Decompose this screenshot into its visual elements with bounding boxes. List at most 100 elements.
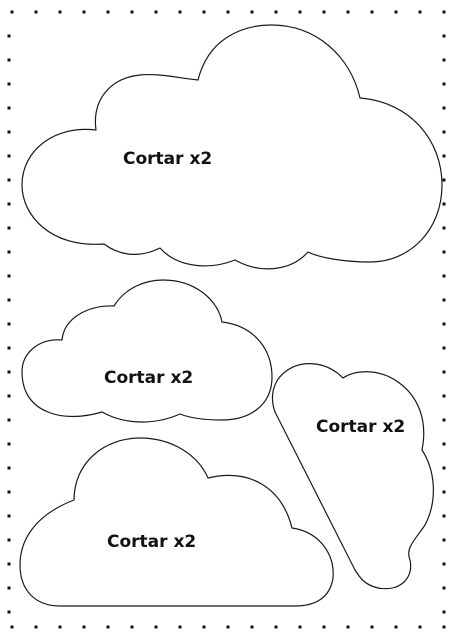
border-dot: [442, 274, 446, 278]
border-dot: [298, 10, 302, 14]
border-dot: [394, 625, 398, 629]
border-dot: [250, 10, 254, 14]
border-dot: [154, 625, 158, 629]
border-dot: [442, 130, 446, 134]
border-dot: [7, 442, 11, 446]
border-dot: [298, 625, 302, 629]
border-dot: [346, 625, 350, 629]
border-dot: [442, 82, 446, 86]
border-dot: [370, 625, 374, 629]
border-dot: [7, 250, 11, 254]
border-dot: [7, 586, 11, 590]
border-dot: [202, 625, 206, 629]
border-dot: [442, 322, 446, 326]
border-dot: [10, 625, 14, 629]
border-dot: [7, 466, 11, 470]
border-dot: [7, 346, 11, 350]
border-dot: [7, 34, 11, 38]
border-dot: [322, 625, 326, 629]
border-dot: [442, 10, 446, 14]
dotted-cut-border: [7, 10, 446, 629]
border-dot: [7, 58, 11, 62]
border-dot: [7, 226, 11, 230]
border-dot: [7, 514, 11, 518]
cloud-template-large: Cortar x2: [21, 24, 443, 270]
border-dot: [442, 466, 446, 470]
border-dot: [7, 298, 11, 302]
border-dot: [442, 562, 446, 566]
border-dot: [442, 370, 446, 374]
border-dot: [442, 58, 446, 62]
border-dot: [34, 625, 38, 629]
border-dot: [442, 586, 446, 590]
border-dot: [442, 154, 446, 158]
border-dot: [418, 10, 422, 14]
border-dot: [442, 442, 446, 446]
border-dot: [7, 322, 11, 326]
border-dot: [442, 298, 446, 302]
cloud-bottom-outline: [19, 437, 334, 607]
border-dot: [58, 625, 62, 629]
border-dot: [7, 130, 11, 134]
cloud-tilted-outline: [271, 363, 434, 590]
cut-label-tilted: Cortar x2: [316, 417, 405, 437]
border-dot: [442, 610, 446, 614]
border-dot: [106, 10, 110, 14]
border-dot: [178, 625, 182, 629]
border-dot: [7, 82, 11, 86]
border-dot: [82, 625, 86, 629]
border-dot: [442, 346, 446, 350]
border-dot: [130, 10, 134, 14]
border-dot: [58, 10, 62, 14]
border-dot: [346, 10, 350, 14]
border-dot: [442, 250, 446, 254]
cloud-template-medium: Cortar x2: [21, 279, 273, 423]
border-dot: [178, 10, 182, 14]
border-dot: [226, 625, 230, 629]
cloud-template-bottom: Cortar x2: [19, 437, 334, 607]
border-dot: [442, 202, 446, 206]
cut-label-bottom: Cortar x2: [107, 532, 196, 552]
border-dot: [7, 490, 11, 494]
border-dot: [442, 226, 446, 230]
border-dot: [7, 370, 11, 374]
border-dot: [442, 514, 446, 518]
border-dot: [106, 625, 110, 629]
border-dot: [442, 34, 446, 38]
border-dot: [442, 106, 446, 110]
border-dot: [7, 106, 11, 110]
border-dot: [34, 10, 38, 14]
border-dot: [202, 10, 206, 14]
border-dot: [7, 274, 11, 278]
border-dot: [322, 10, 326, 14]
border-dot: [442, 538, 446, 542]
border-dot: [274, 10, 278, 14]
border-dot: [7, 154, 11, 158]
border-dot: [7, 394, 11, 398]
border-dot: [394, 10, 398, 14]
border-dot: [154, 10, 158, 14]
border-dot: [442, 490, 446, 494]
border-dot: [370, 10, 374, 14]
cloud-template-tilted: Cortar x2: [271, 363, 434, 590]
cut-label-medium: Cortar x2: [104, 368, 193, 388]
border-dot: [442, 418, 446, 422]
border-dot: [7, 538, 11, 542]
cloud-large-outline: [21, 24, 443, 270]
cut-label-large: Cortar x2: [123, 149, 212, 169]
border-dot: [442, 625, 446, 629]
border-dot: [7, 178, 11, 182]
border-dot: [10, 10, 14, 14]
border-dot: [250, 625, 254, 629]
border-dot: [418, 625, 422, 629]
border-dot: [442, 394, 446, 398]
border-dot: [7, 610, 11, 614]
border-dot: [130, 625, 134, 629]
border-dot: [226, 10, 230, 14]
border-dot: [7, 562, 11, 566]
border-dot: [442, 178, 446, 182]
border-dot: [82, 10, 86, 14]
border-dot: [7, 202, 11, 206]
border-dot: [274, 625, 278, 629]
